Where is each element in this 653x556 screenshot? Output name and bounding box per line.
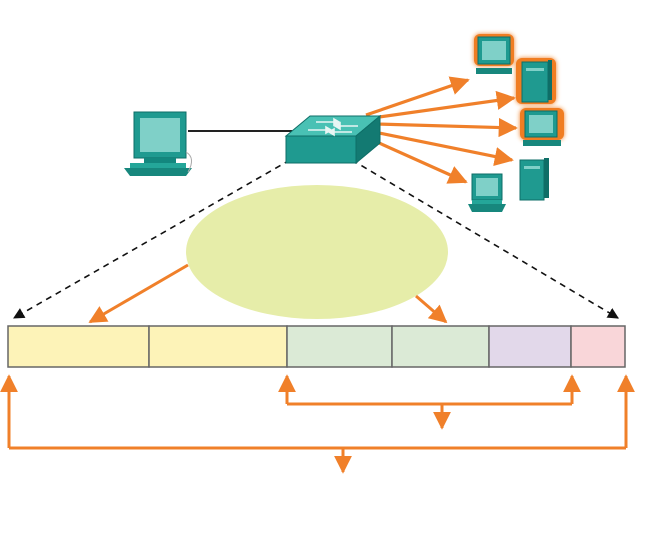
ellipse-arrow-to-source-fields bbox=[415, 294, 448, 324]
frame-field-1 bbox=[7, 325, 150, 368]
dashed-expansion-line-left bbox=[13, 159, 291, 319]
outer-bracket bbox=[0, 374, 635, 474]
highlighted-server-tower-icon bbox=[516, 58, 556, 104]
forward-arrow-2 bbox=[371, 90, 516, 120]
forward-arrow-4 bbox=[373, 130, 514, 166]
highlighted-desktop-computer-icon bbox=[520, 108, 564, 146]
dashed-expansion-line-right bbox=[351, 159, 619, 319]
server-tower-icon bbox=[519, 158, 549, 201]
desktop-computer-icon bbox=[468, 173, 506, 212]
forward-arrow-1 bbox=[365, 76, 470, 117]
forwarding-arrows bbox=[365, 76, 518, 184]
frame-field-2 bbox=[148, 325, 288, 368]
frame-analysis-ellipse bbox=[186, 185, 448, 319]
desktop-computer-icon bbox=[124, 111, 192, 176]
inner-bracket bbox=[278, 374, 581, 430]
forward-arrow-3 bbox=[375, 117, 518, 138]
frame-field-3 bbox=[286, 325, 393, 368]
forward-arrow-5 bbox=[367, 136, 468, 184]
network-switch-icon bbox=[284, 114, 382, 165]
ellipse-arrow-to-destination-fields bbox=[88, 263, 189, 324]
frame-field-5 bbox=[488, 325, 572, 368]
frame-field-6 bbox=[570, 325, 626, 368]
highlighted-desktop-computer-icon bbox=[474, 34, 514, 74]
ethernet-frame bbox=[7, 325, 626, 368]
frame-field-4 bbox=[391, 325, 490, 368]
